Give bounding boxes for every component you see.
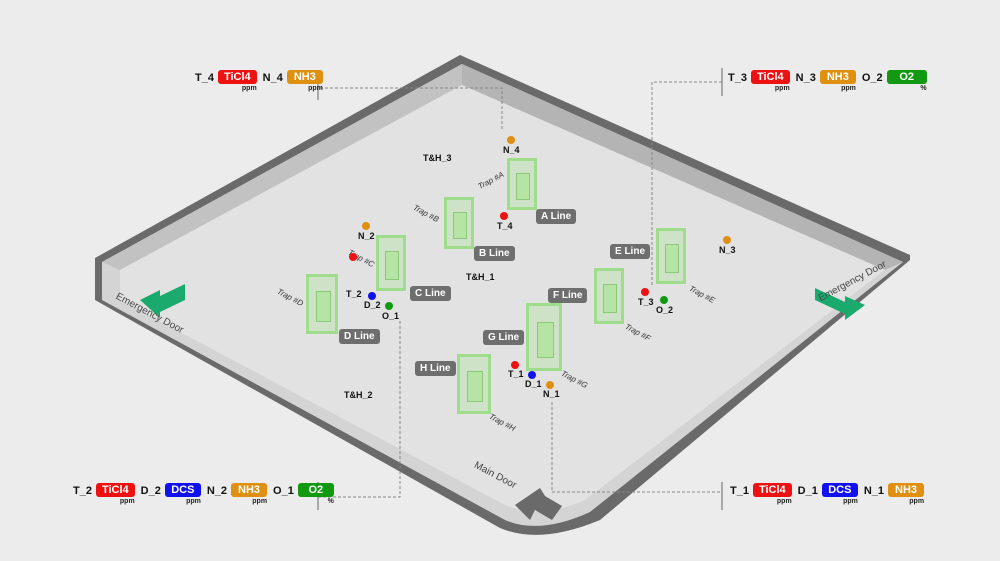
floor-surface	[120, 85, 885, 512]
sensor-dot-d1[interactable]	[528, 371, 536, 379]
sensor-label-t1: T_1	[508, 369, 524, 379]
sensor-dot-n3[interactable]	[723, 236, 731, 244]
sensor-dot-o1[interactable]	[385, 302, 393, 310]
sensor-dot-n2[interactable]	[362, 222, 370, 230]
sensor-label-d1: D_1	[525, 379, 542, 389]
sensor-label-d2: D_2	[364, 300, 381, 310]
trap-machine-c[interactable]	[376, 235, 406, 291]
th-sensor-1[interactable]: T&H_1	[466, 272, 495, 282]
sensor-dot-t3[interactable]	[641, 288, 649, 296]
sensor-label-n3: N_3	[719, 245, 736, 255]
sensor-dot-t4[interactable]	[500, 212, 508, 220]
trap-machine-d[interactable]	[306, 274, 338, 334]
line-label-e[interactable]: E Line	[610, 244, 651, 259]
line-label-b[interactable]: B Line	[474, 246, 515, 261]
sensor-label-t2: T_2	[346, 289, 362, 299]
main-door-arrow-icon	[515, 488, 562, 520]
th-sensor-3[interactable]: T&H_3	[423, 153, 452, 163]
trap-machine-f[interactable]	[594, 268, 624, 324]
sensor-label-n4: N_4	[503, 145, 520, 155]
trap-machine-e[interactable]	[656, 228, 686, 284]
sensor-label-n1: N_1	[543, 389, 560, 399]
line-label-c[interactable]: C Line	[410, 286, 451, 301]
line-label-f[interactable]: F Line	[548, 288, 588, 303]
trap-machine-a[interactable]	[507, 158, 537, 210]
sensor-label-o2: O_2	[656, 305, 674, 315]
trap-machine-h[interactable]	[457, 354, 491, 414]
sensor-dot-n1[interactable]	[546, 381, 554, 389]
sensor-dot-t2[interactable]	[349, 253, 357, 261]
th-sensor-2[interactable]: T&H_2	[344, 390, 373, 400]
trap-machine-b[interactable]	[444, 197, 474, 249]
sensor-dot-t1[interactable]	[511, 361, 519, 369]
sensor-dot-o2[interactable]	[660, 296, 668, 304]
line-label-a[interactable]: A Line	[536, 209, 577, 224]
line-label-g[interactable]: G Line	[483, 330, 525, 345]
sensor-label-t4: T_4	[497, 221, 513, 231]
leader-lines	[318, 81, 722, 498]
sensor-label-t3: T_3	[638, 297, 654, 307]
sensor-dot-d2[interactable]	[368, 292, 376, 300]
sensor-label-n2: N_2	[358, 231, 375, 241]
sensor-dot-n4[interactable]	[507, 136, 515, 144]
back-wall-left	[102, 64, 462, 270]
line-label-d[interactable]: D Line	[339, 329, 380, 344]
line-label-h[interactable]: H Line	[415, 361, 456, 376]
emergency-exit-right-icon	[815, 288, 865, 320]
emergency-exit-left-icon	[140, 284, 185, 318]
trap-machine-g[interactable]	[526, 303, 562, 371]
back-wall-right	[462, 64, 903, 270]
sensor-label-o1: O_1	[382, 311, 400, 321]
